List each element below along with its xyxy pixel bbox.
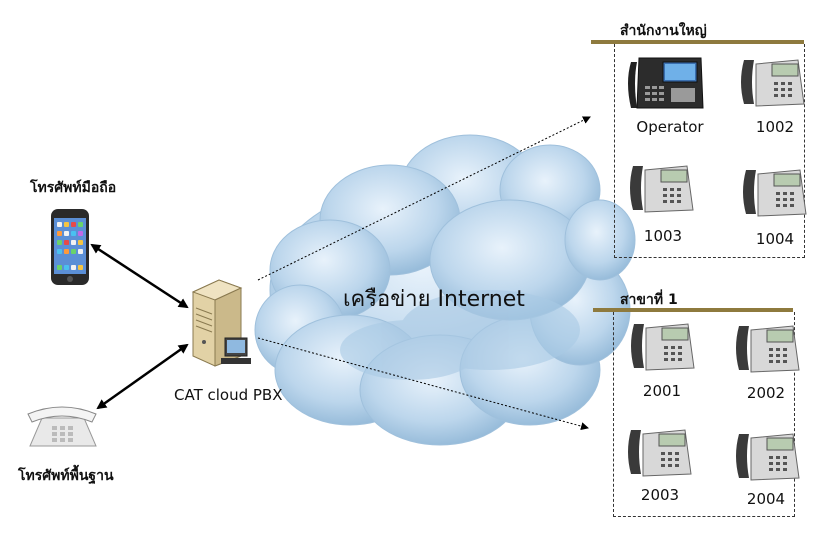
branch-link [257,337,589,431]
branch-box [613,312,795,517]
server-icon [191,279,251,367]
phone-label-2002: 2002 [746,384,786,402]
ip-phone-icon [628,429,692,477]
pbx-label: CAT cloud PBX [174,386,283,404]
phone-label-2004: 2004 [746,490,786,508]
ip-phone-icon [736,433,800,481]
landline-link [96,343,189,410]
ip-phone-icon [741,59,805,107]
headquarters-box [614,44,805,258]
phone-label-2003: 2003 [640,486,680,504]
hq-link [257,116,591,281]
branch-bar [593,308,793,312]
landline-phone-icon [27,406,97,447]
mobile-link [90,243,189,309]
phone-label-2001: 2001 [642,382,682,400]
headquarters-title: สำนักงานใหญ่ [620,23,707,39]
ip-phone-icon [736,325,800,373]
phone-label-operator: Operator [636,118,704,136]
headquarters-bar [591,40,804,44]
mobile-label: โทรศัพท์มือถือ [30,180,117,196]
landline-label: โทรศัพท์พื้นฐาน [18,468,114,484]
cloud-label: เครือข่าย Internet [343,287,525,312]
phone-label-1002: 1002 [755,118,795,136]
phone-label-1003: 1003 [643,227,683,245]
phone-label-1004: 1004 [755,230,795,248]
branch-title: สาขาที่ 1 [620,292,678,308]
operator-ip-phone-icon [628,57,704,109]
ip-phone-icon [631,323,695,371]
internet-cloud [254,134,636,446]
ip-phone-icon [743,169,807,217]
smartphone-icon [51,209,89,285]
ip-phone-icon [630,165,694,213]
